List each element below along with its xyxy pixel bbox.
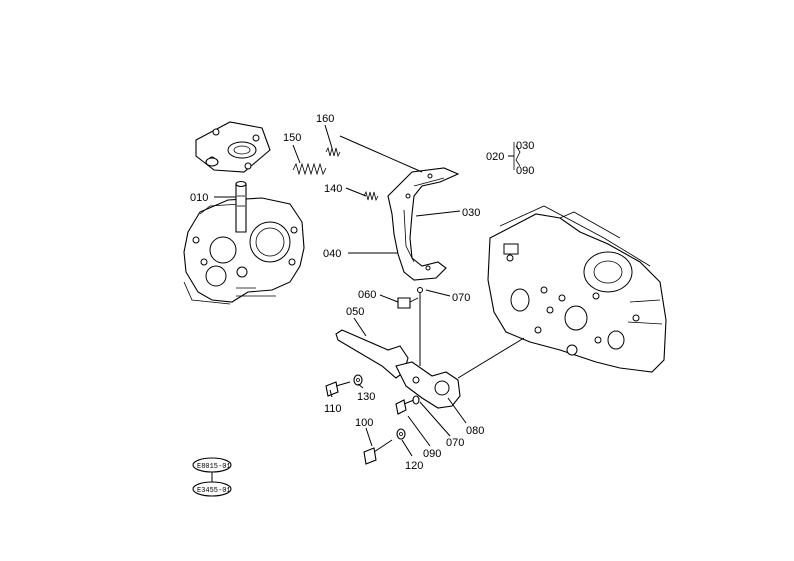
label-160: 160 <box>316 113 334 125</box>
spring-150 <box>292 162 327 176</box>
washer-130 <box>353 374 363 386</box>
spring-160 <box>325 146 341 158</box>
label-030-top: 030 <box>516 140 534 152</box>
washer-120 <box>396 428 406 440</box>
spring-140 <box>363 190 379 202</box>
label-020: 020 <box>486 151 504 163</box>
label-040: 040 <box>323 248 341 260</box>
bolt-110 <box>325 381 351 397</box>
reference-badge-2 <box>192 481 232 497</box>
gear-case-housing <box>183 197 305 305</box>
reference-text-1: E8015-01 <box>197 463 231 471</box>
label-070-upper: 070 <box>452 292 470 304</box>
label-150: 150 <box>283 132 301 144</box>
bolt-100 <box>363 439 393 465</box>
label-090-top: 090 <box>516 165 534 177</box>
reference-stamps: E8015-01 E3455-01 <box>192 457 232 497</box>
label-110: 110 <box>324 403 342 415</box>
engine-block <box>487 205 667 373</box>
governor-lever <box>387 167 460 281</box>
label-140: 140 <box>324 183 342 195</box>
bolt-070-lower <box>395 395 420 415</box>
reference-text-2: E3455-01 <box>197 487 231 495</box>
label-050: 050 <box>346 306 364 318</box>
label-090: 090 <box>423 448 441 460</box>
label-130: 130 <box>357 391 375 403</box>
label-080: 080 <box>466 425 484 437</box>
part-labels: 010 020 030 090 030 040 050 060 070 070 … <box>190 113 534 472</box>
label-030: 030 <box>462 207 480 219</box>
label-010: 010 <box>190 192 208 204</box>
label-120: 120 <box>405 460 423 472</box>
bolt-060 <box>397 297 419 309</box>
label-060: 060 <box>358 289 376 301</box>
label-070-lower: 070 <box>446 437 464 449</box>
leader-lines <box>214 124 525 457</box>
governor-cover <box>195 121 271 173</box>
shaft-010 <box>235 180 247 233</box>
link-070-upper <box>417 287 423 366</box>
speed-lever-assembly <box>335 329 461 409</box>
label-100: 100 <box>355 417 373 429</box>
